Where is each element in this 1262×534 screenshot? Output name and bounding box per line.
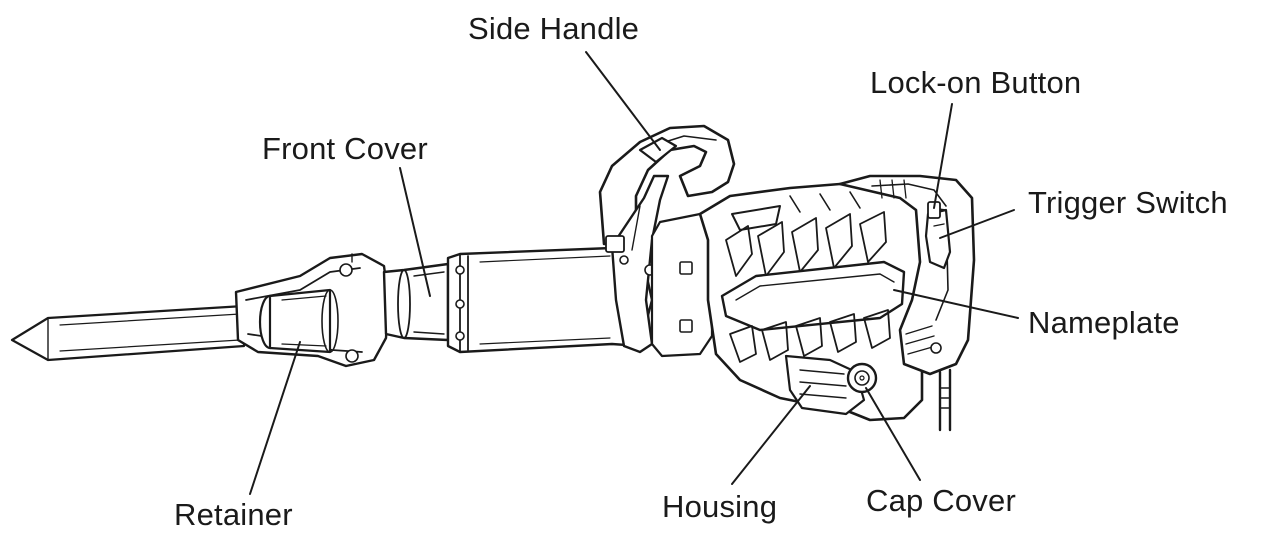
chisel-bit <box>12 306 244 360</box>
label-trigger-switch: Trigger Switch <box>1028 186 1228 220</box>
cap-cover-part <box>848 364 876 392</box>
retainer-part <box>236 254 388 366</box>
label-lock-on-button: Lock-on Button <box>870 66 1081 100</box>
handle-clamp <box>652 214 712 356</box>
housing-part <box>700 184 922 420</box>
label-housing: Housing <box>662 490 777 524</box>
label-side-handle: Side Handle <box>468 12 639 46</box>
label-cap-cover: Cap Cover <box>866 484 1016 518</box>
leader-housing <box>732 386 810 484</box>
leader-side-handle <box>586 52 660 150</box>
power-cord <box>940 370 950 430</box>
front-cover-part <box>384 264 448 340</box>
label-front-cover: Front Cover <box>262 132 428 166</box>
leader-retainer <box>250 342 300 494</box>
label-nameplate: Nameplate <box>1028 306 1180 340</box>
label-retainer: Retainer <box>174 498 293 532</box>
